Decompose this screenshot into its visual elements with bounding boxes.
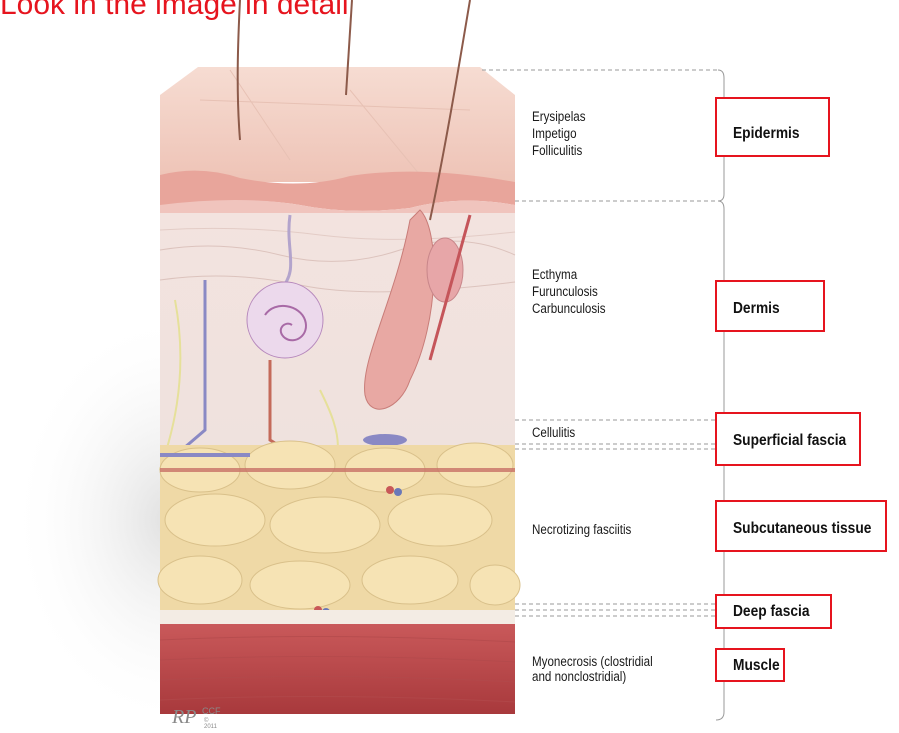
sweat-gland [247,282,323,358]
credit-year: © 2011 [204,718,217,730]
deep-fascia-band [160,610,515,624]
muscle-highlight-box: Muscle [715,648,785,682]
condition-item: Folliculitis [532,142,586,159]
condition-item: Carbunculosis [532,300,606,317]
condition-list-superficial-fascia: Cellulitis [532,424,575,441]
sebaceous-gland [427,238,463,302]
condition-item: Erysipelas [532,108,586,125]
dermis-highlight-box: Dermis [715,280,825,332]
superficial-fascia-highlight-box: Superficial fascia [715,412,861,466]
condition-item: Myonecrosis (clostridial [532,654,653,669]
deep-fascia-highlight-box: Deep fascia [715,594,832,629]
condition-list-subcutaneous: Necrotizing fasciitis [532,521,631,538]
epidermis-surface [160,67,515,182]
layer-label-deep-fascia: Deep fascia [733,603,809,621]
layer-label-epidermis: Epidermis [733,125,800,143]
condition-item: Necrotizing fasciitis [532,521,631,538]
condition-item: Impetigo [532,125,586,142]
artist-signature: RP [172,706,196,728]
condition-item: and nonclostridial) [532,669,653,684]
layer-label-dermis: Dermis [733,300,780,318]
layer-label-superficial-fascia: Superficial fascia [733,432,846,450]
condition-list-dermis: Ecthyma Furunculosis Carbunculosis [532,266,606,317]
epidermis-highlight-box: Epidermis [715,97,830,157]
condition-item: Furunculosis [532,283,606,300]
credit-org: CCF [202,706,221,716]
condition-item: Cellulitis [532,424,575,441]
illustrator-credit: RP CCF © 2011 [172,706,196,729]
condition-list-epidermis: Erysipelas Impetigo Folliculitis [532,108,586,159]
condition-item: Ecthyma [532,266,606,283]
subcutaneous-highlight-box: Subcutaneous tissue [715,500,887,552]
layer-label-muscle: Muscle [733,657,780,675]
layer-label-subcutaneous: Subcutaneous tissue [733,520,871,538]
condition-list-muscle: Myonecrosis (clostridial and nonclostrid… [532,654,653,684]
